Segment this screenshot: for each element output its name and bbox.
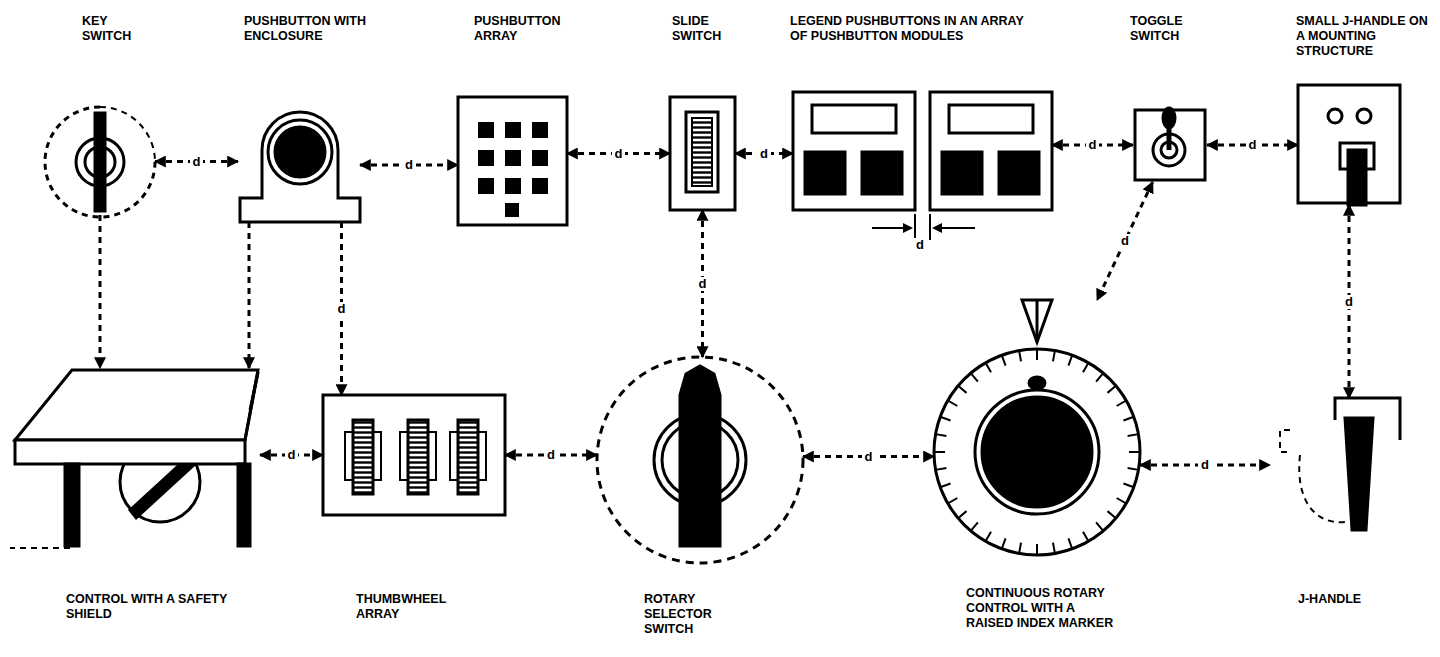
control-node: TOGGLE SWITCH xyxy=(1133,108,1207,182)
dial-tick xyxy=(1019,351,1021,362)
control-node: KEY SWITCH xyxy=(45,107,155,215)
dial-tick xyxy=(1107,511,1115,518)
rotary-selector-figure xyxy=(597,357,803,563)
dial-tick xyxy=(986,532,992,542)
dial-tick xyxy=(1096,522,1103,530)
spacing-label: d xyxy=(1246,138,1260,152)
control-node: PUSHBUTTON ARRAY xyxy=(458,97,567,225)
dial-tick xyxy=(1036,544,1038,555)
spacing-label: d xyxy=(612,147,626,161)
dial-tick xyxy=(958,386,966,393)
control-node: CONTINUOUS ROTARY CONTROL WITH A RAISED … xyxy=(934,300,1140,556)
control-label: LEGEND PUSHBUTTONS IN AN ARRAY OF PUSHBU… xyxy=(790,14,1030,44)
spacing-label: d xyxy=(696,277,710,291)
control-label: KEY SWITCH xyxy=(82,14,144,44)
dial-tick xyxy=(940,483,950,487)
control-node: ROTARY SELECTOR SWITCH xyxy=(597,357,803,563)
dial-tick xyxy=(1123,483,1133,487)
dial-tick xyxy=(940,417,950,421)
dial-tick xyxy=(1002,538,1006,548)
control-label: J-HANDLE xyxy=(1298,592,1398,607)
dial-tick xyxy=(1002,355,1006,365)
control-label: CONTROL WITH A SAFETY SHIELD xyxy=(66,592,236,622)
dial-tick xyxy=(948,401,958,407)
pushbutton-array-figure xyxy=(458,97,567,225)
safety-shield-figure xyxy=(10,370,258,548)
spacing-label: d xyxy=(1342,295,1356,309)
spacing-label: d xyxy=(862,450,876,464)
control-node: LEGEND PUSHBUTTONS IN AN ARRAY OF PUSHBU… xyxy=(793,90,1052,212)
spacing-label: d xyxy=(757,147,771,161)
key-switch-figure xyxy=(45,107,155,217)
dial-tick xyxy=(971,373,978,381)
dial-tick xyxy=(1053,351,1055,362)
dial-tick xyxy=(1117,401,1127,407)
spacing-connector xyxy=(99,215,102,368)
dial-tick xyxy=(1129,451,1140,453)
dial-tick xyxy=(936,434,947,436)
spacing-label: d xyxy=(1198,458,1212,472)
dial-tick xyxy=(1019,543,1021,554)
j-handle-figure xyxy=(1280,398,1400,530)
dial-tick xyxy=(1117,498,1127,504)
dial-tick xyxy=(1123,417,1133,421)
dial-tick xyxy=(1107,386,1115,393)
dial-tick xyxy=(1083,363,1089,373)
control-label: THUMBWHEEL ARRAY xyxy=(356,592,481,622)
spacing-connector xyxy=(248,222,251,368)
dial-tick xyxy=(986,363,992,373)
dial-tick xyxy=(1096,373,1103,381)
spacing-connector xyxy=(1097,182,1152,300)
spacing-label: d xyxy=(402,158,416,172)
slide-switch-figure xyxy=(670,97,735,210)
dial-tick xyxy=(1053,543,1055,554)
control-label: TOGGLE SWITCH xyxy=(1130,14,1202,44)
dial-tick xyxy=(1068,538,1072,548)
dial-tick xyxy=(1128,468,1139,470)
spacing-label: d xyxy=(335,302,349,316)
control-node: SMALL J-HANDLE ON A MOUNTING STRUCTURE xyxy=(1298,85,1400,205)
dial-tick xyxy=(1083,532,1089,542)
control-label: SLIDE SWITCH xyxy=(672,14,742,44)
continuous-rotary-figure xyxy=(934,300,1140,555)
control-label: ROTARY SELECTOR SWITCH xyxy=(644,592,734,637)
spacing-label: d xyxy=(544,448,558,462)
control-node: SLIDE SWITCH xyxy=(670,97,735,210)
control-label: PUSHBUTTON ARRAY xyxy=(474,14,584,44)
dimension-label: d xyxy=(913,238,927,252)
legend-pushbutton-figure xyxy=(793,92,1052,240)
control-node: CONTROL WITH A SAFETY SHIELD xyxy=(10,368,260,548)
dial-tick xyxy=(1068,355,1072,365)
dial-tick xyxy=(948,498,958,504)
dial-tick xyxy=(1036,349,1038,360)
control-label: CONTINUOUS ROTARY CONTROL WITH A RAISED … xyxy=(966,586,1116,631)
spacing-label: d xyxy=(285,448,299,462)
control-node: PUSHBUTTON WITH ENCLOSURE xyxy=(238,108,360,222)
dial-tick xyxy=(958,511,966,518)
thumbwheel-array-figure xyxy=(323,395,505,515)
control-label: SMALL J-HANDLE ON A MOUNTING STRUCTURE xyxy=(1296,14,1434,59)
spacing-label: d xyxy=(1086,138,1100,152)
toggle-switch-figure xyxy=(1135,108,1205,180)
dial-tick xyxy=(934,451,945,453)
control-node: J-HANDLE xyxy=(1270,398,1400,532)
dial-tick xyxy=(971,522,978,530)
dial-tick xyxy=(936,468,947,470)
spacing-label: d xyxy=(1118,234,1132,248)
control-label: PUSHBUTTON WITH ENCLOSURE xyxy=(244,14,374,44)
dial-tick xyxy=(1128,434,1139,436)
small-j-handle-figure xyxy=(1298,85,1400,205)
pushbutton-enclosure-figure xyxy=(240,112,360,222)
spacing-label: d xyxy=(190,155,204,169)
control-node: THUMBWHEEL ARRAY xyxy=(323,395,505,515)
